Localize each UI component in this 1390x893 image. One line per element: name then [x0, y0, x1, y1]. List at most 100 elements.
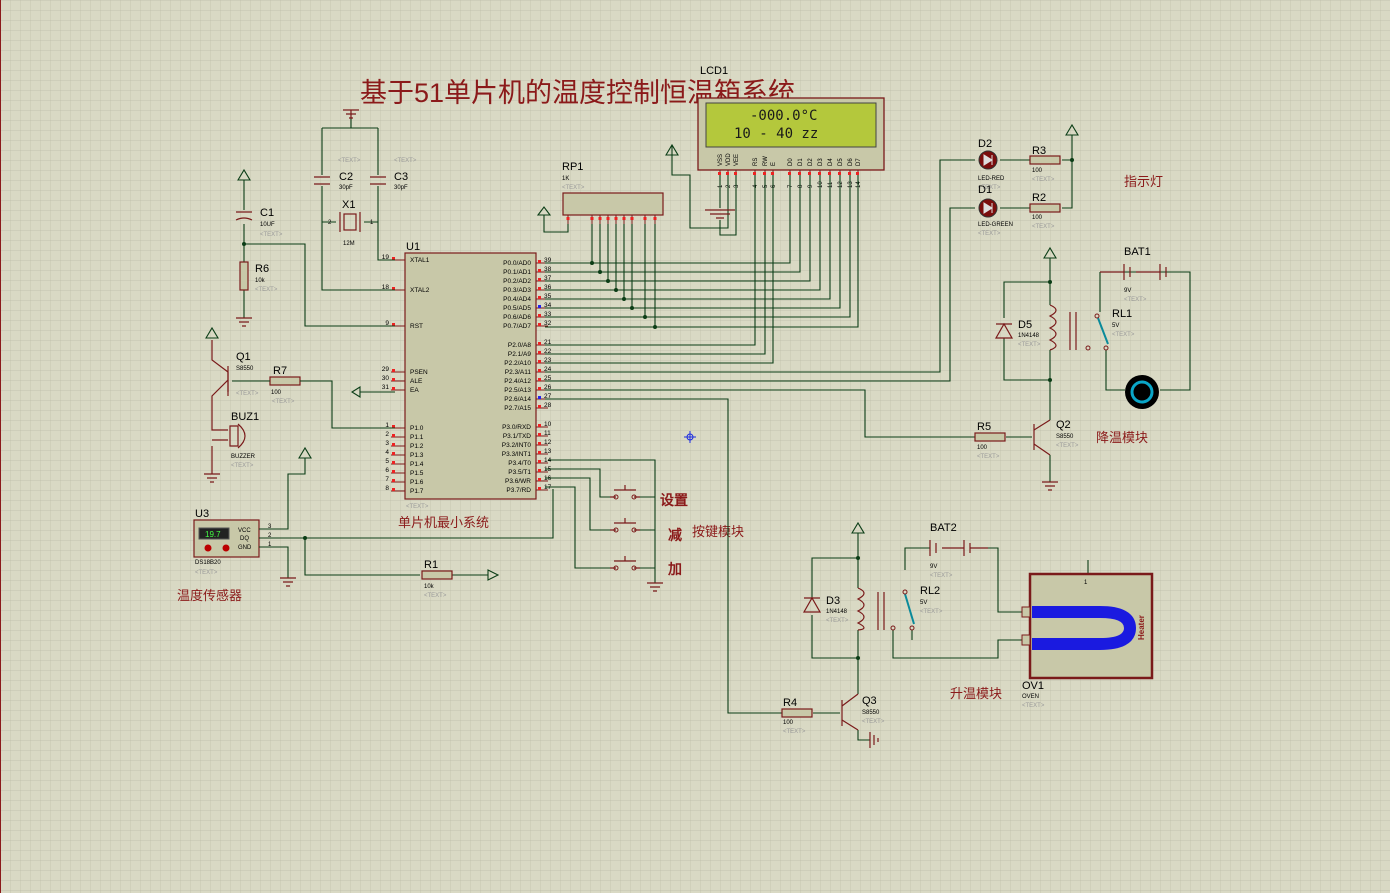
mcu-pin-name: P1.1	[410, 434, 424, 441]
text-placeholder: <TEXT>	[255, 287, 278, 293]
r4-value: 100	[783, 720, 794, 726]
oven-ov1[interactable]: 1 Heater OV1 OVEN <TEXT>	[1021, 560, 1154, 709]
mcu-pin-name: P1.0	[410, 425, 424, 432]
mcu-pin-number: 23	[544, 357, 552, 364]
lcd-pin-number: 8	[798, 184, 804, 188]
pin-marker	[606, 217, 610, 220]
pin-marker	[538, 369, 541, 372]
key-set-button[interactable]: 设置	[610, 485, 688, 508]
lcd-pin-number: 9	[808, 184, 814, 188]
r2-ref: R2	[1032, 192, 1046, 204]
lcd1[interactable]: LCD1 -000.0°C 10 - 40 zz VSS1VDD2VEE3RS4…	[697, 65, 885, 188]
ground-symbol	[705, 209, 735, 219]
resistor-r6[interactable]: R6 10k <TEXT>	[239, 261, 278, 293]
lcd-pin-number: 6	[771, 184, 777, 188]
mcu-pin-number: 12	[544, 439, 552, 446]
pin-marker	[538, 314, 541, 317]
mcu-pin-name: P2.1/A9	[508, 351, 532, 358]
mcu-pin-number: 18	[382, 284, 390, 291]
diode-d3[interactable]: D3 1N4148 <TEXT>	[802, 595, 849, 624]
pin-marker	[392, 387, 395, 390]
mcu-pin-name: P0.2/AD2	[503, 278, 531, 285]
led-d1[interactable]: D1 LED-GREEN <TEXT>	[978, 184, 1013, 237]
lcd-pin-name: D3	[818, 158, 824, 166]
pin-marker	[828, 172, 831, 175]
r1-value: 10k	[424, 584, 435, 590]
battery-bat2[interactable]: BAT2 9V <TEXT>	[929, 522, 988, 579]
relay-rl1[interactable]: RL1 5V <TEXT>	[1048, 304, 1135, 351]
rl1-ref: RL1	[1112, 308, 1132, 320]
mcu-pin-number: 37	[544, 275, 552, 282]
pin-marker	[538, 342, 541, 345]
lcd-pin-number: 14	[856, 181, 862, 188]
resistor-pack-rp1[interactable]: RP1 1K <TEXT>	[562, 161, 664, 216]
key-up-label: 加	[667, 561, 682, 577]
bat2-value: 9V	[930, 564, 937, 570]
pin-marker	[392, 378, 395, 381]
resistor-r4[interactable]: R4 100 <TEXT>	[781, 697, 813, 735]
lcd-pins: VSS1VDD2VEE3RS4RW5E6D07D18D29D310D411D51…	[718, 153, 862, 188]
resistor-r2[interactable]: R2 100 <TEXT>	[1029, 192, 1061, 230]
key-down-button[interactable]: 减	[610, 518, 682, 543]
r7-ref: R7	[273, 365, 287, 377]
mcu-pin-name: P0.0/AD0	[503, 260, 531, 267]
mcu-pin-number: 32	[544, 320, 552, 327]
r3-ref: R3	[1032, 145, 1046, 157]
led-d2[interactable]: D2 LED-RED <TEXT>	[978, 138, 1005, 191]
mcu-pin-number: 4	[385, 449, 389, 456]
keys-section-label: 按键模块	[692, 524, 744, 539]
pin-marker	[392, 323, 395, 326]
resistor-r3[interactable]: R3 100 <TEXT>	[1029, 145, 1061, 183]
pin-marker	[788, 172, 791, 175]
q3-ref: Q3	[862, 695, 877, 707]
text-placeholder: <TEXT>	[1124, 297, 1147, 303]
capacitor-c3[interactable]: C3 30pF	[370, 171, 408, 191]
capacitor-c2[interactable]: C2 30pF	[314, 171, 353, 191]
lcd1-ref: LCD1	[700, 65, 728, 77]
resistor-r1[interactable]: R1 10k <TEXT>	[421, 559, 453, 599]
fan-motor-icon[interactable]	[1125, 375, 1159, 409]
u1-ref: U1	[406, 241, 420, 253]
battery-bat1[interactable]: BAT1 9V <TEXT>	[1100, 246, 1167, 303]
c2-value: 30pF	[339, 185, 353, 191]
pin-marker	[392, 479, 395, 482]
pin-marker	[763, 172, 766, 175]
resistor-r5[interactable]: R5 100 <TEXT>	[974, 421, 1006, 460]
pin-marker	[726, 172, 729, 175]
pin-marker	[856, 172, 859, 175]
q2-ref: Q2	[1056, 419, 1071, 431]
text-placeholder: <TEXT>	[272, 399, 295, 405]
mcu-pin-number: 8	[385, 485, 389, 492]
lcd-pin-name: D0	[788, 158, 794, 166]
power-terminal-icon	[205, 326, 219, 339]
mcu-pin-number: 34	[544, 302, 552, 309]
mcu-pin-name: PSEN	[410, 369, 428, 376]
d3-ref: D3	[826, 595, 840, 607]
mcu-pin-name: P1.7	[410, 488, 424, 495]
pin-marker	[771, 172, 774, 175]
relay-rl2[interactable]: RL2 5V <TEXT>	[856, 585, 943, 631]
pin-marker	[566, 217, 570, 220]
key-up-button[interactable]: 加	[610, 556, 682, 577]
mcu-pin-number: 27	[544, 393, 552, 400]
sensor-u3[interactable]: U3 19.7 VCC DQ GND 3 2 1 DS18B20 <TEXT> …	[177, 508, 272, 603]
capacitor-c1[interactable]: C1 10UF <TEXT>	[235, 207, 283, 238]
transistor-q1[interactable]: Q1 S8550 <TEXT>	[211, 340, 259, 420]
diode-d5[interactable]: D5 1N4148 <TEXT>	[994, 319, 1041, 348]
c3-ref: C3	[394, 171, 408, 183]
buzzer-buz1[interactable]: BUZ1 BUZZER <TEXT>	[211, 411, 259, 469]
svg-text:1: 1	[370, 220, 374, 226]
transistor-q2[interactable]: Q2 S8550 <TEXT>	[1033, 419, 1079, 456]
pin-marker	[392, 425, 395, 428]
mcu-pin-number: 3	[385, 440, 389, 447]
transistor-q3[interactable]: Q3 S8550 <TEXT>	[841, 693, 885, 731]
rp1-ref: RP1	[562, 161, 583, 173]
pin-marker	[538, 287, 541, 290]
mcu-pin-name: P3.4/T0	[508, 460, 531, 467]
text-placeholder: <TEXT>	[1032, 177, 1055, 183]
lcd-pin-number: 11	[828, 181, 834, 188]
mcu-pin-name: P0.7/AD7	[503, 323, 531, 330]
